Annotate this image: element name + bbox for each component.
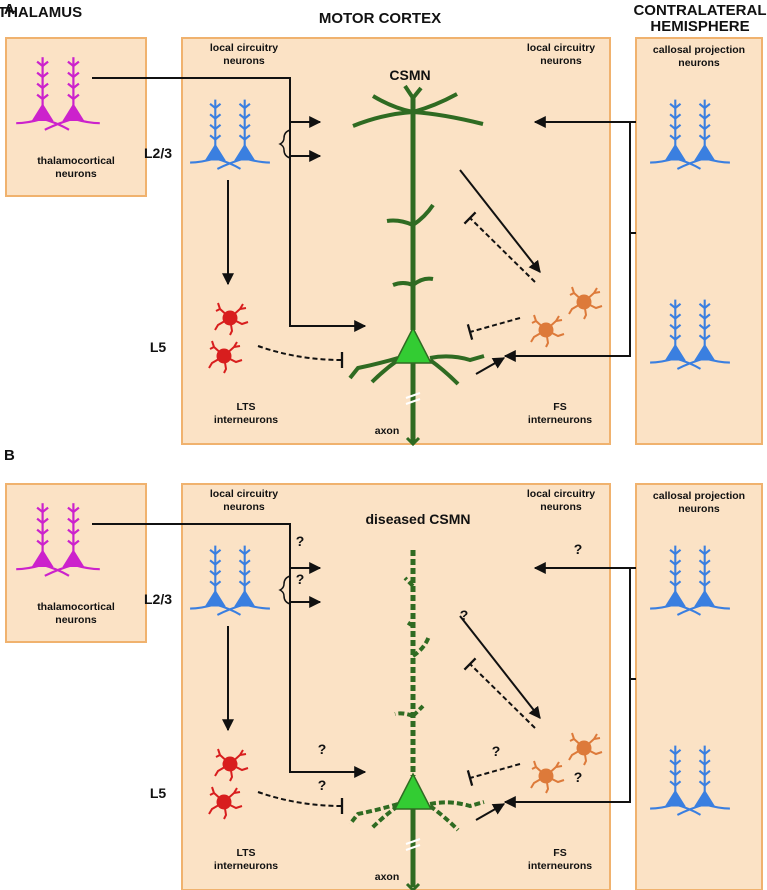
csmn-title: CSMN	[389, 67, 430, 83]
axon-label: axon	[375, 871, 400, 883]
thalamocortical-label: thalamocortical	[37, 155, 115, 167]
fs-label-line2: interneurons	[528, 860, 592, 872]
unknown-marker-3: ?	[318, 741, 327, 757]
unknown-marker-6: ?	[492, 743, 501, 759]
csmn-to-fs-soma-arrow	[475, 803, 506, 821]
fs-to-csmn-soma-inhibition	[466, 317, 521, 341]
motor-cortex-header: MOTOR CORTEX	[319, 10, 441, 27]
csmn-to-fs-arrow	[459, 169, 541, 273]
unknown-marker-1: ?	[296, 571, 305, 587]
lts-label: LTS	[236, 847, 255, 859]
panel-letter: B	[4, 447, 15, 464]
contralateral-box	[635, 483, 763, 890]
contralateral-header-line2: HEMISPHERE	[650, 18, 749, 35]
callosal-projection-label-line2: neurons	[678, 503, 720, 515]
layer-5-label: L5	[150, 785, 167, 801]
local-circuitry-label-right: local circuitry	[527, 488, 595, 500]
thalamocortical-label-line2: neurons	[55, 614, 97, 626]
csmn-neuron-icon	[348, 84, 485, 447]
callosal-projection-label: callosal projection	[653, 44, 745, 56]
local-circuitry-label-right: local circuitry	[527, 42, 595, 54]
local-circuitry-label-left-line2: neurons	[223, 55, 265, 67]
lts-to-csmn-inhibition	[257, 791, 344, 815]
local-circuitry-label-right-line2: neurons	[540, 55, 582, 67]
contralateral-header-line1: CONTRALATERAL	[633, 2, 766, 19]
motor-cortex-box	[181, 37, 611, 445]
fs-label-line2: interneurons	[528, 414, 592, 426]
lts-to-csmn-inhibition	[257, 345, 344, 369]
thalamus-to-csmn-arrow	[92, 77, 367, 332]
thalamocortical-label-line2: neurons	[55, 168, 97, 180]
csmn-to-fs-arrow	[459, 615, 541, 719]
fs-label: FS	[553, 401, 566, 413]
motor-cortex-box	[181, 483, 611, 890]
fs-to-csmn-apical-inhibition	[463, 211, 536, 283]
local-circuitry-label-left: local circuitry	[210, 488, 278, 500]
local-bracket	[278, 129, 291, 159]
lts-label-line2: interneurons	[214, 414, 278, 426]
thalamus-header: THALAMUS	[0, 4, 82, 21]
unknown-marker-7: ?	[574, 769, 583, 785]
layer-2-3-label: L2/3	[144, 591, 172, 607]
thalamocortical-label: thalamocortical	[37, 601, 115, 613]
unknown-marker-4: ?	[318, 777, 327, 793]
local-circuitry-label-left: local circuitry	[210, 42, 278, 54]
unknown-marker-2: ?	[574, 541, 583, 557]
local-circuitry-label-left-line2: neurons	[223, 501, 265, 513]
unknown-marker-0: ?	[296, 533, 305, 549]
local-circuitry-label-right-line2: neurons	[540, 501, 582, 513]
csmn-title: diseased CSMN	[365, 511, 470, 527]
callosal-to-fs-arrow	[503, 121, 636, 362]
callosal-projection-label-line2: neurons	[678, 57, 720, 69]
unknown-marker-5: ?	[460, 607, 469, 623]
callosal-projection-label: callosal projection	[653, 490, 745, 502]
lts-label-line2: interneurons	[214, 860, 278, 872]
contralateral-box	[635, 37, 763, 445]
layer-2-3-label: L2/3	[144, 145, 172, 161]
fs-to-csmn-apical-inhibition	[463, 657, 536, 729]
panel-letter: A	[4, 1, 15, 18]
layer-5-label: L5	[150, 339, 167, 355]
csmn-to-fs-soma-arrow	[475, 357, 506, 375]
callosal-to-fs-arrow	[503, 567, 636, 808]
fs-to-csmn-soma-inhibition	[466, 763, 521, 787]
fs-label: FS	[553, 847, 566, 859]
lts-label: LTS	[236, 401, 255, 413]
thalamus-to-csmn-arrow	[92, 523, 367, 778]
local-bracket	[278, 575, 291, 605]
csmn-neuron-icon	[348, 550, 485, 890]
axon-label: axon	[375, 425, 400, 437]
